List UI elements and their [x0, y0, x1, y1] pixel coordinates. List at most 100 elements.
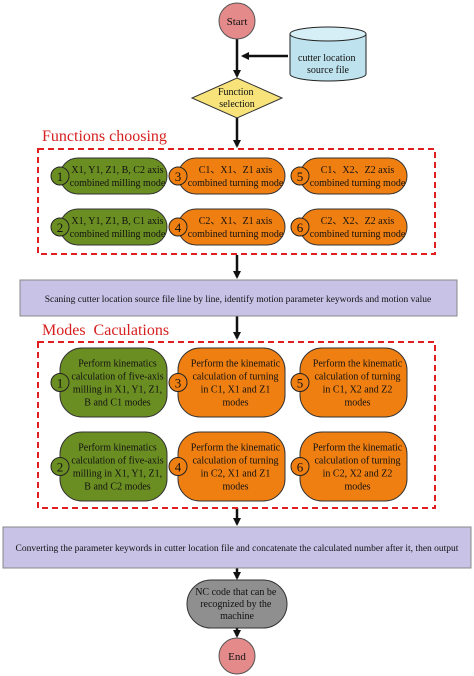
scan-step-text: Scaning cutter location source file line…: [45, 294, 432, 305]
mode-text-line: C2、X2、Z2 axis: [321, 216, 395, 227]
mode-number: 1: [57, 169, 64, 184]
mode-text-line: Perform the kinematic: [191, 359, 281, 370]
mode-text: Perform the kinematic calculation of turn…: [313, 443, 403, 493]
mode-text: X1, Y1, Z1, B, C1 axis combined milling m…: [70, 216, 166, 240]
mode-text-line: C1、X1、Z1 axis: [199, 165, 273, 176]
mode-text: C1、X1、Z1 axis combined turning mode: [188, 165, 284, 189]
mode-text-line: combined milling mode: [70, 178, 166, 189]
mode-number: 2: [57, 220, 64, 235]
decision-line: selection: [219, 99, 255, 110]
start-node: Start: [218, 2, 256, 40]
mode-text-line: X1, Y1, Z1, B, C1 axis: [71, 216, 163, 227]
mode-text-line: combined turning mode: [188, 229, 284, 240]
mode-text: Perform the kinematic calculation of turn…: [191, 443, 281, 493]
decision-line: Function: [218, 87, 254, 98]
mode-text-line: in C2, X2 and Z2: [323, 469, 393, 480]
mode-text-line: in C2, X1 and Z1: [201, 469, 271, 480]
mode-text-line: B and C1 modes: [84, 398, 150, 409]
modes-item: 6 Perform the kinematic calculation of tur…: [290, 431, 408, 502]
mode-text-line: calculation of turning: [314, 456, 400, 467]
functions-section-title: Functions choosing: [42, 128, 167, 145]
mode-text-line: in C1, X1 and Z1: [201, 385, 271, 396]
svg-text:Function selection: Function selection: [218, 87, 256, 110]
mode-number: 4: [175, 460, 182, 475]
nc-line: recognized by the: [200, 599, 272, 610]
functions-group: 1 X1, Y1, Z1, B, C2 axis combined milling …: [50, 157, 408, 246]
mode-number-badge: [50, 457, 70, 476]
mode-number: 3: [175, 169, 182, 184]
mode-number: 6: [297, 460, 304, 475]
modes-section-title: Modes Caculations: [42, 322, 169, 339]
mode-number: 2: [57, 460, 64, 475]
mode-number: 4: [175, 220, 182, 235]
mode-text-line: modes: [344, 482, 370, 493]
mode-text-line: Perform the kinematic: [313, 359, 403, 370]
mode-number-badge: [168, 457, 188, 476]
mode-number: 3: [175, 376, 182, 391]
functions-item: 3 C1、X1、Z1 axis combined turning mode: [168, 157, 286, 195]
mode-text-line: calculation of turning: [192, 456, 278, 467]
modes-dashed-frame: [37, 341, 436, 509]
mode-text-line: combined milling mode: [70, 229, 166, 240]
svg-text:NC code that can be reco: NC code that can be recognized by the ma…: [195, 587, 279, 622]
mode-number-badge: [290, 166, 310, 186]
mode-text-line: Perform the kinematic: [191, 443, 281, 454]
mode-text: Perform kinematics calculation of five-ax…: [71, 359, 163, 409]
mode-text-line: calculation of turning: [314, 372, 400, 383]
mode-text-line: modes: [344, 398, 370, 409]
functions-dashed-frame: [37, 148, 436, 255]
connectors: [233, 38, 288, 638]
mode-text-line: B and C2 modes: [84, 482, 150, 493]
mode-number: 5: [297, 169, 304, 184]
mode-text-line: combined turning mode: [188, 178, 284, 189]
mode-text-line: modes: [222, 482, 248, 493]
mode-text: Perform the kinematic calculation of turn…: [191, 359, 281, 409]
mode-number-badge: [168, 166, 188, 186]
mode-number: 1: [57, 376, 64, 391]
mode-number-badge: [290, 373, 310, 392]
mode-text-line: milling in X1, Y1, Z1,: [73, 385, 162, 396]
scan-process-step: Scaning cutter location source file line…: [19, 279, 458, 317]
functions-item: 4 C2、X1、Z1 axis combined turning mode: [168, 208, 286, 246]
mode-number-badge: [168, 373, 188, 392]
mode-text-line: C2、X1、Z1 axis: [199, 216, 273, 227]
source-file-line: cutter location: [298, 53, 355, 64]
functions-item: 2 X1, Y1, Z1, B, C1 axis combined milling …: [50, 208, 168, 246]
mode-text: C2、X1、Z1 axis combined turning mode: [188, 216, 284, 240]
function-selection-decision: Function selection: [190, 77, 284, 119]
mode-text-line: Perform kinematics: [78, 359, 157, 370]
svg-text:cutter location source f: cutter location source file: [298, 53, 358, 76]
mode-text-line: combined turning mode: [310, 229, 406, 240]
mode-number-badge: [168, 217, 188, 237]
source-file-line: source file: [307, 65, 349, 76]
mode-text-line: calculation of five-axis: [71, 372, 163, 383]
convert-step-text: Converting the parameter keywords in cut…: [16, 543, 459, 554]
mode-text: Perform kinematics calculation of five-ax…: [71, 443, 163, 493]
mode-text-line: Perform kinematics: [78, 443, 157, 454]
mode-number: 5: [297, 376, 304, 391]
mode-text-line: in C1, X2 and Z2: [323, 385, 393, 396]
mode-text-line: X1, Y1, Z1, B, C2 axis: [71, 165, 163, 176]
modes-item: 3 Perform the kinematic calculation of tur…: [168, 347, 286, 418]
modes-item: 4 Perform the kinematic calculation of tur…: [168, 431, 286, 502]
nc-line: NC code that can be: [195, 587, 277, 598]
mode-number-badge: [50, 373, 70, 392]
nc-code-output: NC code that can be recognized by the ma…: [186, 579, 288, 629]
mode-text: Perform the kinematic calculation of turn…: [313, 359, 403, 409]
end-label: End: [228, 651, 246, 663]
mode-number-badge: [290, 217, 310, 237]
mode-text-line: Perform the kinematic: [313, 443, 403, 454]
mode-text-line: modes: [222, 398, 248, 409]
mode-text-line: calculation of five-axis: [71, 456, 163, 467]
mode-number-badge: [290, 457, 310, 476]
functions-item: 1 X1, Y1, Z1, B, C2 axis combined milling …: [50, 157, 168, 195]
modes-item: 1 Perform kinematics calculation of five-a…: [50, 347, 168, 418]
end-node: End: [218, 637, 256, 675]
mode-text-line: calculation of turning: [192, 372, 278, 383]
nc-line: machine: [220, 611, 254, 622]
modes-item: 2 Perform kinematics calculation of five-a…: [50, 431, 168, 502]
